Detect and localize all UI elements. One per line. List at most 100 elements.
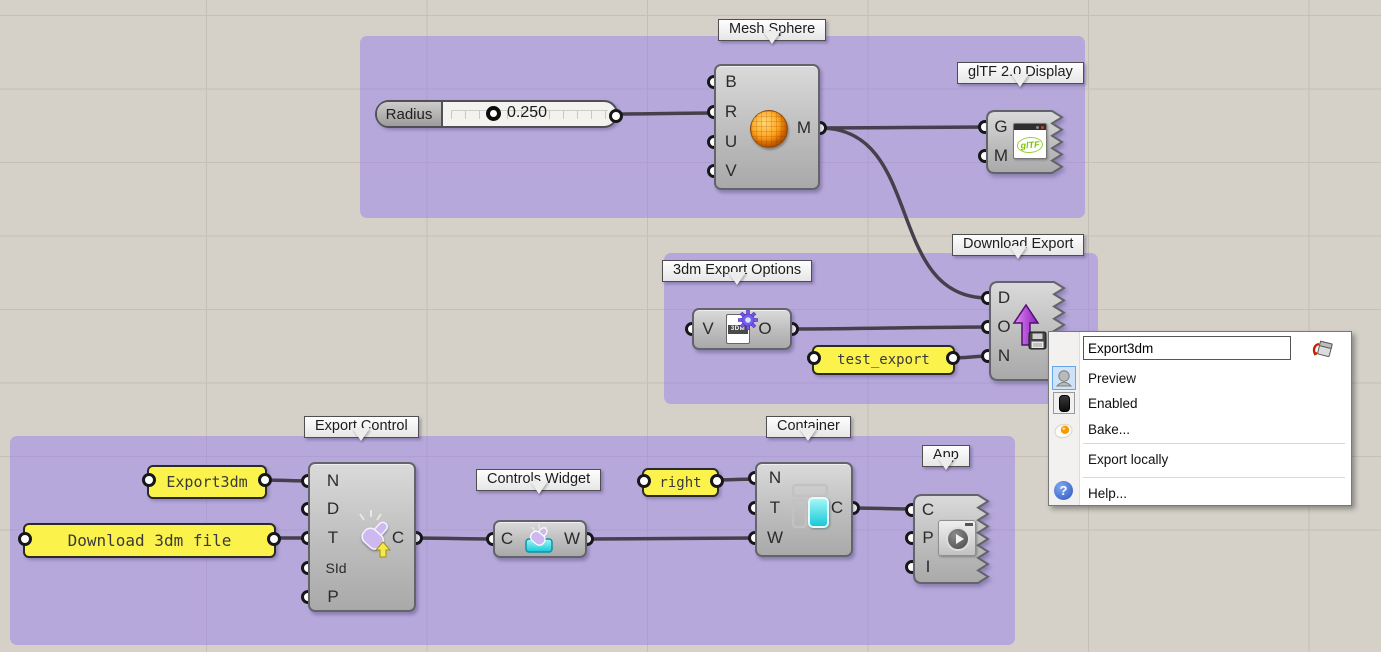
callout-app[interactable]: App (922, 445, 970, 467)
port-label: T (769, 498, 781, 517)
panel-text: right (659, 474, 702, 491)
callout-mesh-sphere[interactable]: Mesh Sphere (718, 19, 827, 41)
port-label: I (925, 557, 931, 576)
port-label: T (327, 528, 339, 547)
panel-test-export[interactable]: test_export (807, 345, 960, 375)
gltf-window-icon: glTF (1013, 123, 1047, 159)
callout-gltf-display[interactable]: glTF 2.0 Display (957, 62, 1084, 84)
menu-item-preview[interactable]: Preview (1088, 370, 1137, 386)
port-label: N (997, 346, 1011, 365)
callout-download-export[interactable]: Download Export (952, 234, 1085, 256)
wire[interactable] (818, 125, 990, 130)
menu-separator (1083, 477, 1345, 478)
port-label: M (993, 146, 1009, 165)
output-port[interactable] (267, 532, 281, 546)
port-label: SId (325, 560, 347, 576)
input-port[interactable] (142, 473, 156, 487)
slider-track[interactable]: 0.250 (443, 102, 616, 126)
port-label: P (922, 528, 934, 547)
port-label: O (997, 317, 1011, 336)
panel-export3dm[interactable]: Export3dm (142, 465, 272, 499)
callout-controls-widget[interactable]: Controls Widget (476, 469, 602, 491)
container-component[interactable]: N T W C (748, 462, 860, 557)
input-port[interactable] (807, 351, 821, 365)
port-label: W (563, 529, 581, 548)
input-port[interactable] (18, 532, 32, 546)
radius-number-slider[interactable]: Radius 0.250 (375, 100, 623, 128)
port-label: V (725, 161, 737, 180)
sphere-icon (750, 110, 788, 148)
port-label: U (724, 132, 738, 151)
wire[interactable] (587, 536, 759, 541)
panel-text: Export3dm (166, 473, 248, 491)
port-label: M (796, 118, 812, 137)
app-play-icon (938, 520, 976, 556)
slider-name-label: Radius (377, 102, 443, 126)
callout-export-options[interactable]: 3dm Export Options (662, 260, 813, 282)
hand-tray-icon (525, 524, 553, 553)
wire[interactable] (792, 325, 992, 331)
port-label: C (500, 529, 514, 548)
wire[interactable] (616, 111, 716, 116)
output-port[interactable] (609, 109, 623, 123)
menu-item-export-locally[interactable]: Export locally (1088, 451, 1169, 467)
mesh-sphere-component[interactable]: B R U V M (707, 64, 827, 190)
gltf-titlebar (1014, 124, 1046, 130)
port-label: C (921, 500, 935, 519)
port-label: B (725, 72, 737, 91)
output-port[interactable] (258, 473, 272, 487)
output-port[interactable] (710, 474, 724, 488)
menu-separator (1083, 443, 1345, 444)
gltf-display-component[interactable]: G M glTF (978, 110, 1065, 174)
export-control-component[interactable]: N D T SId P C (301, 462, 423, 612)
preview-head-icon (1052, 366, 1076, 390)
wire[interactable] (818, 126, 990, 300)
menu-item-enabled[interactable]: Enabled (1088, 395, 1138, 411)
port-label: D (997, 288, 1011, 307)
port-label: N (326, 471, 340, 490)
download-export-component[interactable]: D O N (981, 281, 1066, 381)
component-context-menu: ? Preview Enabled Bake... Export locally… (1048, 331, 1352, 506)
port-label: P (327, 587, 339, 606)
port-label: G (994, 117, 1008, 136)
component-body[interactable] (755, 462, 853, 557)
panel-right[interactable]: right (637, 468, 724, 497)
slider-value: 0.250 (507, 104, 548, 121)
panel-text: test_export (837, 352, 930, 368)
app-component[interactable]: C P I (905, 494, 990, 584)
menu-item-bake[interactable]: Bake... (1088, 421, 1131, 437)
container-widget-icon (791, 483, 829, 529)
port-label: C (391, 528, 405, 547)
gear-icon (738, 310, 758, 330)
callout-container[interactable]: Container (766, 416, 851, 438)
gltf-logo: glTF (1016, 136, 1044, 154)
file-type-label: 3DM (728, 325, 748, 334)
slider-knob[interactable] (486, 106, 501, 121)
paint-can-icon[interactable] (1310, 338, 1336, 360)
port-label: D (326, 499, 340, 518)
3dm-file-gear-icon: 3DM (720, 310, 758, 346)
menu-item-help[interactable]: Help... (1088, 485, 1128, 501)
output-port[interactable] (946, 351, 960, 365)
port-label: N (768, 468, 782, 487)
controls-widget-component[interactable]: C W (486, 520, 594, 558)
port-label: W (766, 528, 784, 547)
input-port[interactable] (637, 474, 651, 488)
panel-download-3dm-file[interactable]: Download 3dm file (18, 523, 281, 558)
panel-text: Download 3dm file (67, 531, 232, 550)
wire[interactable] (412, 536, 497, 541)
upload-arrow-floppy-icon (1012, 303, 1047, 350)
help-question-icon: ? (1054, 481, 1073, 500)
port-label: V (702, 319, 714, 338)
menu-icon-gutter (1049, 332, 1080, 505)
file-page: 3DM (726, 314, 750, 344)
port-label: R (724, 102, 738, 121)
enabled-capsule-icon (1053, 392, 1075, 414)
callout-export-control[interactable]: Export Control (304, 416, 419, 438)
export-options-component[interactable]: V O 3DM (685, 308, 799, 350)
port-label: C (830, 498, 844, 517)
nickname-input[interactable] (1083, 336, 1291, 360)
bake-egg-icon (1052, 418, 1075, 440)
click-hand-export-icon (359, 510, 392, 558)
